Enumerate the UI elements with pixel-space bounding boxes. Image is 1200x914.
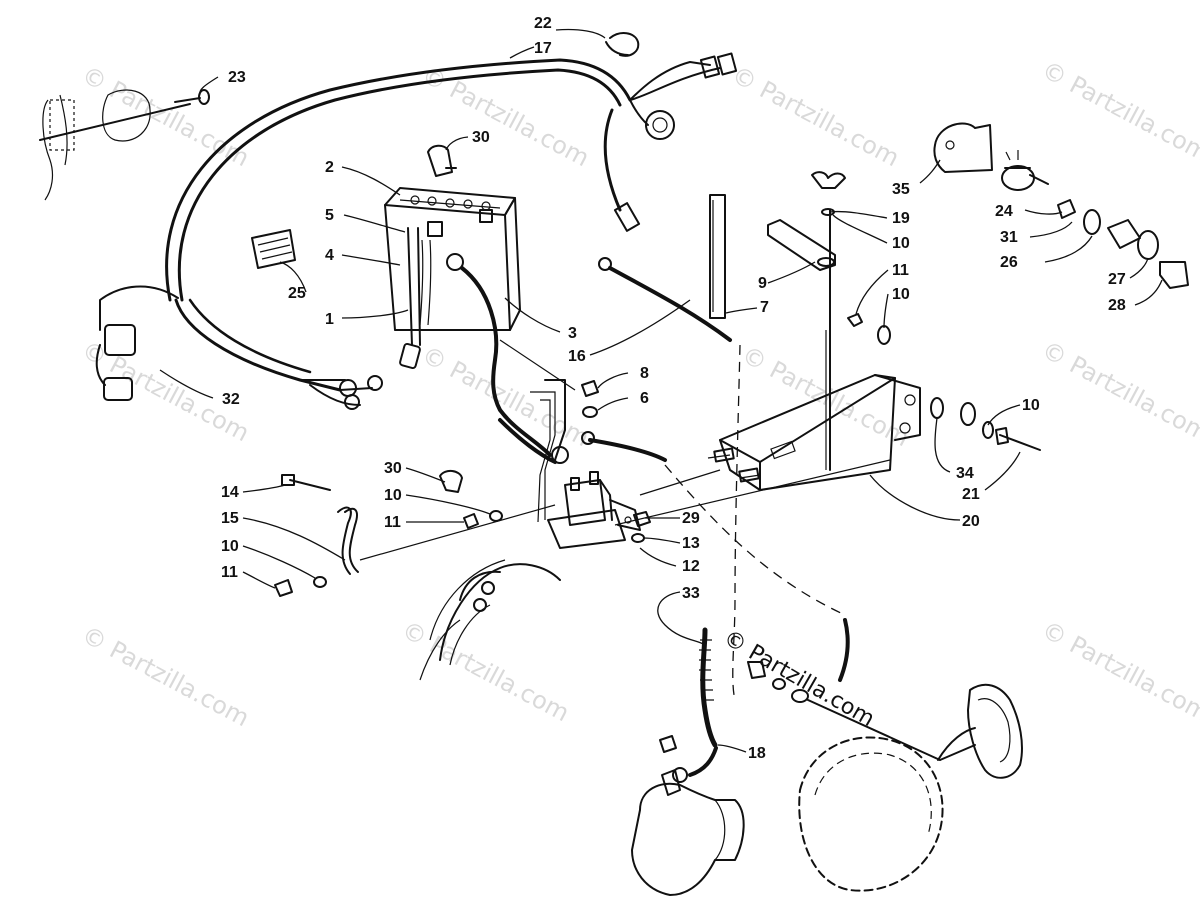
callout-10-tray: 10 bbox=[1022, 397, 1040, 414]
routing-dashed-lines bbox=[664, 344, 846, 701]
leader-lines bbox=[159, 28, 1163, 753]
callout-18: 18 bbox=[748, 745, 766, 762]
callout-10-left: 10 bbox=[221, 538, 239, 555]
callout-33: 33 bbox=[682, 585, 700, 602]
callout-20: 20 bbox=[962, 513, 980, 530]
callout-16: 16 bbox=[568, 348, 586, 365]
callout-4: 4 bbox=[325, 247, 334, 264]
callout-10-wingnut: 10 bbox=[892, 235, 910, 252]
key-switch-assembly bbox=[1001, 150, 1189, 289]
callout-31: 31 bbox=[1000, 229, 1018, 246]
watermark: © Partzilla.com bbox=[77, 621, 254, 733]
battery-hold-strap-7 bbox=[709, 194, 726, 319]
callout-28: 28 bbox=[1108, 297, 1126, 314]
callout-7: 7 bbox=[760, 299, 769, 316]
decal-part-25 bbox=[251, 229, 296, 269]
watermark-layer: © Partzilla.com © Partzilla.com © Partzi… bbox=[77, 56, 1200, 733]
terminal-nut-washer bbox=[581, 380, 599, 418]
harness-connector-plate bbox=[39, 89, 210, 201]
callout-2: 2 bbox=[325, 159, 334, 176]
callout-19: 19 bbox=[892, 210, 910, 227]
starter-solenoid bbox=[547, 471, 641, 549]
mount-link-15 bbox=[274, 474, 556, 597]
watermark: © Partzilla.com bbox=[1037, 336, 1200, 448]
callout-5: 5 bbox=[325, 207, 334, 224]
alignment-lines bbox=[499, 339, 891, 526]
callout-11-left: 11 bbox=[221, 564, 238, 581]
callout-27: 27 bbox=[1108, 271, 1126, 288]
callout-13: 13 bbox=[682, 535, 700, 552]
hold-down-rod bbox=[825, 209, 831, 471]
callout-11-solenoid: 11 bbox=[384, 514, 401, 531]
callout-25: 25 bbox=[288, 285, 306, 302]
tray-mount-hardware bbox=[707, 397, 1041, 483]
callout-14: 14 bbox=[221, 484, 239, 501]
decal-part-35 bbox=[933, 122, 993, 173]
callout-17: 17 bbox=[534, 40, 552, 57]
flywheel-housing bbox=[798, 683, 1023, 892]
battery-tray bbox=[719, 374, 921, 491]
callout-8: 8 bbox=[640, 365, 649, 382]
callout-23: 23 bbox=[228, 69, 246, 86]
callout-11-right: 11 bbox=[892, 262, 909, 279]
grommet-part-22 bbox=[605, 32, 640, 57]
callout-3: 3 bbox=[568, 325, 577, 342]
watermark: © Partzilla.com bbox=[417, 61, 594, 173]
starter-motor bbox=[631, 769, 745, 896]
callout-21: 21 bbox=[962, 486, 980, 503]
partzilla-watermark: © Partzilla.com bbox=[719, 626, 879, 733]
engine-housing bbox=[419, 559, 561, 681]
battery-strap bbox=[399, 227, 421, 370]
wiring-harness bbox=[95, 52, 738, 410]
callout-32: 32 bbox=[222, 391, 240, 408]
callout-10-right: 10 bbox=[892, 286, 910, 303]
watermark: © Partzilla.com bbox=[1037, 56, 1200, 168]
watermark: © Partzilla.com bbox=[1037, 616, 1200, 728]
callout-22: 22 bbox=[534, 15, 552, 32]
callout-34: 34 bbox=[956, 465, 974, 482]
callout-35: 35 bbox=[892, 181, 910, 198]
nut-washer-pair-right bbox=[847, 313, 891, 345]
callout-26: 26 bbox=[1000, 254, 1018, 271]
callout-10-solenoid: 10 bbox=[384, 487, 402, 504]
callout-30-solenoid: 30 bbox=[384, 460, 402, 477]
callout-12: 12 bbox=[682, 558, 700, 575]
callout-9: 9 bbox=[758, 275, 767, 292]
watermark: © Partzilla.com bbox=[727, 61, 904, 173]
solenoid-wires bbox=[498, 379, 667, 523]
ground-cable bbox=[747, 618, 941, 761]
callout-6: 6 bbox=[640, 390, 649, 407]
callout-15: 15 bbox=[221, 510, 239, 527]
battery bbox=[384, 187, 521, 331]
callout-30-top: 30 bbox=[472, 129, 490, 146]
callout-number-group: 1 2 3 4 5 6 7 8 9 10 10 10 10 10 11 11 1… bbox=[221, 15, 1126, 762]
lower-cable-corrugated bbox=[659, 627, 718, 783]
battery-terminal-cap-top bbox=[427, 144, 457, 177]
wing-nut-19 bbox=[811, 171, 846, 216]
negative-battery-cable bbox=[598, 257, 732, 342]
hold-down-bracket-9 bbox=[767, 219, 836, 271]
callout-29: 29 bbox=[682, 510, 700, 527]
callout-1: 1 bbox=[325, 311, 334, 328]
callout-24: 24 bbox=[995, 203, 1013, 220]
